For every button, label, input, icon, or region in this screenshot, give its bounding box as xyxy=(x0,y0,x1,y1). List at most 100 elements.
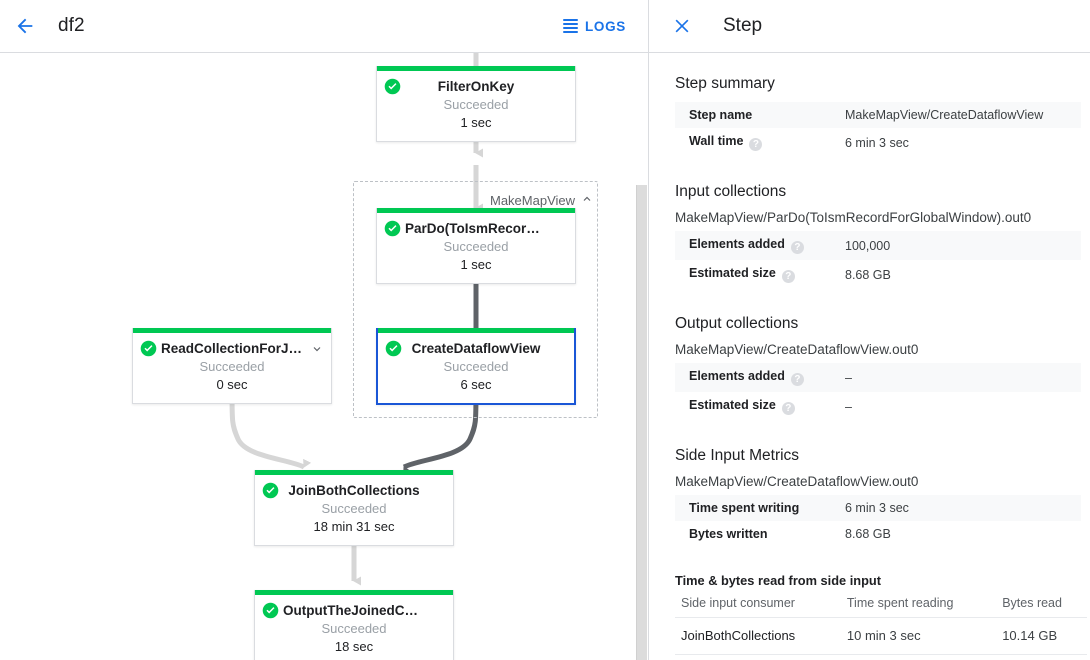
node-status: Succeeded xyxy=(321,621,387,636)
section-heading-step-summary: Step summary xyxy=(675,75,775,92)
table-row: Estimated size? – xyxy=(675,392,1081,421)
graph-scrollbar[interactable] xyxy=(636,53,647,660)
step-details-panel: Step Step summary Step name MakeMapView/… xyxy=(649,0,1090,660)
node-status-bar xyxy=(255,590,453,595)
step-panel-title: Step xyxy=(723,15,763,36)
graph-edges xyxy=(229,53,484,586)
row-value: – xyxy=(845,399,852,414)
list-lines-icon xyxy=(562,19,578,33)
row-label: Estimated size xyxy=(689,266,776,280)
table-row: Elements added? 100,000 xyxy=(675,231,1081,260)
check-circle-icon xyxy=(385,340,402,357)
column-header-side-input-consumer[interactable]: Side input consumer xyxy=(675,590,841,618)
step-panel-body: Step summary Step name MakeMapView/Creat… xyxy=(649,53,1090,660)
graph-node-pardo-toism[interactable]: ParDo(ToIsmRecordFor… Succeeded 1 sec xyxy=(376,208,576,284)
graph-scrollbar-thumb[interactable] xyxy=(636,185,647,660)
side-input-metrics-table: Time spent writing 6 min 3 sec Bytes wri… xyxy=(675,495,1081,547)
node-status: Succeeded xyxy=(443,97,509,112)
row-label: Estimated size xyxy=(689,398,776,412)
table-row: Time spent writing 6 min 3 sec xyxy=(675,495,1081,521)
table-header-row: Side input consumer Time spent reading B… xyxy=(675,590,1087,618)
node-duration: 6 sec xyxy=(460,377,492,392)
row-value: 100,000 xyxy=(841,231,1081,260)
help-icon[interactable]: ? xyxy=(790,241,804,254)
node-name: OutputTheJoinedCollec… xyxy=(283,603,445,618)
node-status: Succeeded xyxy=(321,501,387,516)
graph-group-name: MakeMapView xyxy=(490,193,576,208)
output-collection-name: MakeMapView/CreateDataflowView.out0 xyxy=(675,342,919,357)
node-name: JoinBothCollections xyxy=(288,483,420,498)
table-row: Step name MakeMapView/CreateDataflowView xyxy=(675,102,1081,128)
page-title: df2 xyxy=(58,15,85,36)
node-status: Succeeded xyxy=(199,359,265,374)
job-graph-canvas[interactable]: MakeMapView FilterOnKey Succeeded 1 sec xyxy=(0,53,648,660)
check-circle-icon xyxy=(384,78,401,95)
check-circle-icon xyxy=(262,602,279,619)
table-row: Elements added? – xyxy=(675,363,1081,392)
logs-button[interactable]: LOGS xyxy=(562,18,626,34)
back-arrow-icon[interactable] xyxy=(12,13,38,39)
row-value: 8.68 GB xyxy=(845,267,891,282)
close-icon[interactable] xyxy=(669,13,695,39)
graph-node-filter-on-key[interactable]: FilterOnKey Succeeded 1 sec xyxy=(376,66,576,142)
node-status-bar xyxy=(378,328,574,333)
node-status-bar xyxy=(377,66,575,71)
graph-group-label[interactable]: MakeMapView xyxy=(490,193,593,208)
node-duration: 0 sec xyxy=(216,377,248,392)
table-row: Bytes written 8.68 GB xyxy=(675,521,1081,547)
node-duration: 1 sec xyxy=(460,257,492,272)
top-toolbar: df2 LOGS xyxy=(0,0,648,53)
job-graph-pane: df2 LOGS xyxy=(0,0,649,660)
row-value: 8.68 GB xyxy=(845,527,891,541)
node-status-bar xyxy=(133,328,331,333)
node-name: FilterOnKey xyxy=(437,79,515,94)
input-collection-name: MakeMapView/ParDo(ToIsmRecordForGlobalWi… xyxy=(675,210,1032,225)
row-label: Time spent writing xyxy=(689,501,800,515)
node-duration: 1 sec xyxy=(460,115,492,130)
section-heading-input-collections: Input collections xyxy=(675,183,787,200)
help-icon[interactable]: ? xyxy=(781,270,795,283)
logs-button-label: LOGS xyxy=(584,18,626,34)
output-collections-table: Elements added? – Estimated size? – xyxy=(675,363,1081,421)
cell-bytes-read: 10.14 GB xyxy=(996,617,1087,655)
check-circle-icon xyxy=(140,340,157,357)
row-value: 6 min 3 sec xyxy=(845,135,909,150)
input-collections-table: Elements added? 100,000 Estimated size? … xyxy=(675,231,1081,289)
node-status: Succeeded xyxy=(443,359,509,374)
table-row: JoinBothCollections 10 min 3 sec 10.14 G… xyxy=(675,617,1087,655)
graph-node-create-dataflow-view[interactable]: CreateDataflowView Succeeded 6 sec xyxy=(376,328,576,405)
node-name: ParDo(ToIsmRecordFor… xyxy=(405,221,567,236)
graph-node-output-the-joined-collection[interactable]: OutputTheJoinedCollec… Succeeded 18 sec xyxy=(254,590,454,660)
help-icon[interactable]: ? xyxy=(781,402,795,415)
table-row: Wall time? 6 min 3 sec xyxy=(675,128,1081,157)
node-duration: 18 sec xyxy=(334,639,374,654)
node-status-bar xyxy=(377,208,575,213)
graph-node-read-collection-for-join[interactable]: ReadCollectionForJoin Succeeded 0 sec xyxy=(132,328,332,404)
graph-node-join-both-collections[interactable]: JoinBothCollections Succeeded 18 min 31 … xyxy=(254,470,454,546)
cell-time-spent-reading: 10 min 3 sec xyxy=(840,617,997,655)
graph-group-makemapview[interactable] xyxy=(353,181,598,418)
help-icon[interactable]: ? xyxy=(749,138,763,151)
node-name: CreateDataflowView xyxy=(411,341,541,356)
step-panel-header: Step xyxy=(649,0,1090,53)
row-value: 6 min 3 sec xyxy=(841,495,1081,521)
side-input-collection-name: MakeMapView/CreateDataflowView.out0 xyxy=(675,474,919,489)
step-summary-table: Step name MakeMapView/CreateDataflowView… xyxy=(675,102,1081,157)
node-name: ReadCollectionForJoin xyxy=(161,341,309,356)
chevron-down-icon[interactable] xyxy=(311,342,323,354)
row-value: MakeMapView/CreateDataflowView xyxy=(841,102,1081,128)
row-value: – xyxy=(841,363,1081,392)
cell-side-input-consumer: JoinBothCollections xyxy=(675,617,841,655)
chevron-up-icon[interactable] xyxy=(581,193,593,208)
table-row: Estimated size? 8.68 GB xyxy=(675,260,1081,289)
node-status-bar xyxy=(255,470,453,475)
row-label: Step name xyxy=(689,108,753,122)
side-input-read-table-title: Time & bytes read from side input xyxy=(675,573,881,588)
row-label: Wall time xyxy=(689,134,744,148)
node-duration: 18 min 31 sec xyxy=(313,519,395,534)
check-circle-icon xyxy=(262,482,279,499)
help-icon[interactable]: ? xyxy=(790,373,804,386)
column-header-bytes-read[interactable]: Bytes read xyxy=(996,590,1087,618)
column-header-time-spent-reading[interactable]: Time spent reading xyxy=(840,590,997,618)
row-label: Elements added xyxy=(689,369,785,383)
